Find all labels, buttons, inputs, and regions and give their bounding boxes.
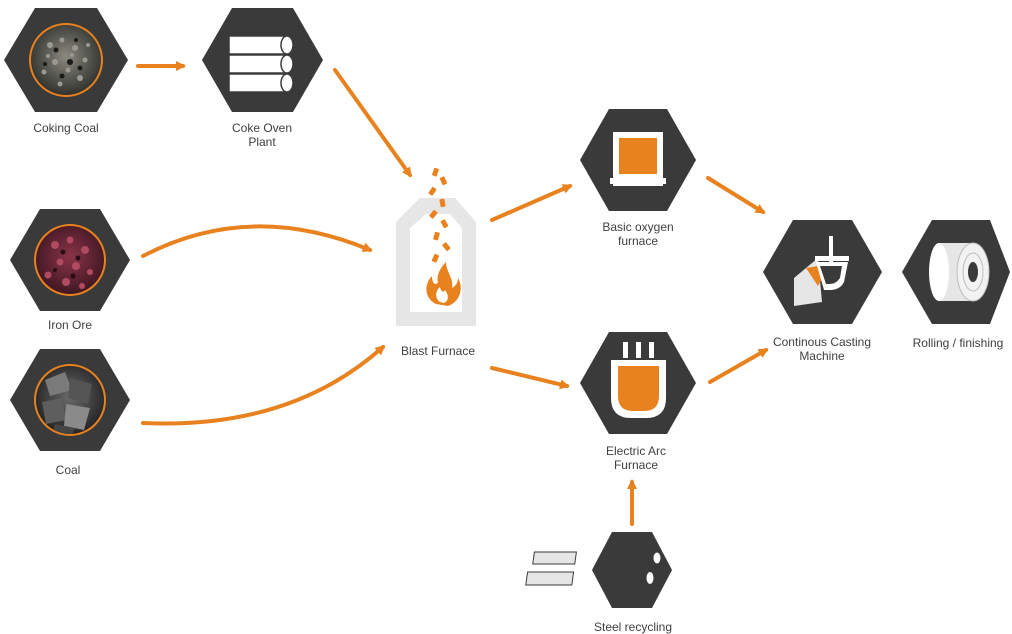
label-coking-coal: Coking Coal [33,121,99,135]
node-recycling [525,532,672,608]
node-eaf [580,332,696,434]
arrow-eaf-to-casting [708,348,769,384]
label-line: Basic oxygen [602,220,674,234]
label-line: Plant [248,135,276,149]
node-blast-furnace [396,167,476,326]
node-rolling [902,220,1010,324]
electric-arc-furnace-icon [611,342,666,418]
blast-furnace-icon [396,167,476,326]
node-coking-coal [4,8,128,112]
flow-arrows [136,61,769,526]
label-blast-furnace: Blast Furnace [400,344,476,358]
label-coal: Coal [55,463,81,477]
arrow-bof-to-casting [706,176,766,214]
oxygen-furnace-icon [610,132,666,186]
label-line: furnace [617,234,659,248]
node-coal [10,349,130,451]
arrow-coal-to-blast-furnace [141,345,386,426]
label-iron-ore: Iron Ore [47,318,93,332]
arrow-blast-furnace-to-eaf [490,366,570,390]
label-coke-oven: Coke Oven Plant [232,121,292,149]
label-line: Electric Arc [605,444,667,458]
label-recycling: Steel recycling [593,620,673,634]
label-bof: Basic oxygen furnace [602,220,673,248]
coal-lumps-icon [34,364,106,436]
label-line: Furnace [613,458,659,472]
iron-ore-icon [34,224,106,296]
label-casting: Continous Casting Machine [773,335,871,363]
node-coke-oven [202,8,323,112]
arrow-iron-ore-to-blast-furnace [141,224,373,258]
node-bof [580,109,696,211]
steel-coil-icon [929,242,990,302]
arrow-coke-oven-to-blast-furnace [333,68,412,178]
hexagon [592,532,672,608]
arrow-blast-furnace-to-bof [490,184,573,222]
ladle-icon [794,236,849,306]
flame-icon [426,262,461,306]
label-line: Coke Oven [231,121,293,135]
label-line: Continous Casting [772,335,872,349]
coke-cylinders-icon [228,35,294,93]
label-rolling: Rolling / finishing [912,336,1004,350]
node-iron-ore [10,209,130,311]
label-eaf: Electric Arc Furnace [606,444,666,472]
coal-pile-icon [29,23,103,97]
steel-bars-icon [525,551,662,586]
node-casting [763,220,882,324]
label-line: Machine [799,349,845,363]
